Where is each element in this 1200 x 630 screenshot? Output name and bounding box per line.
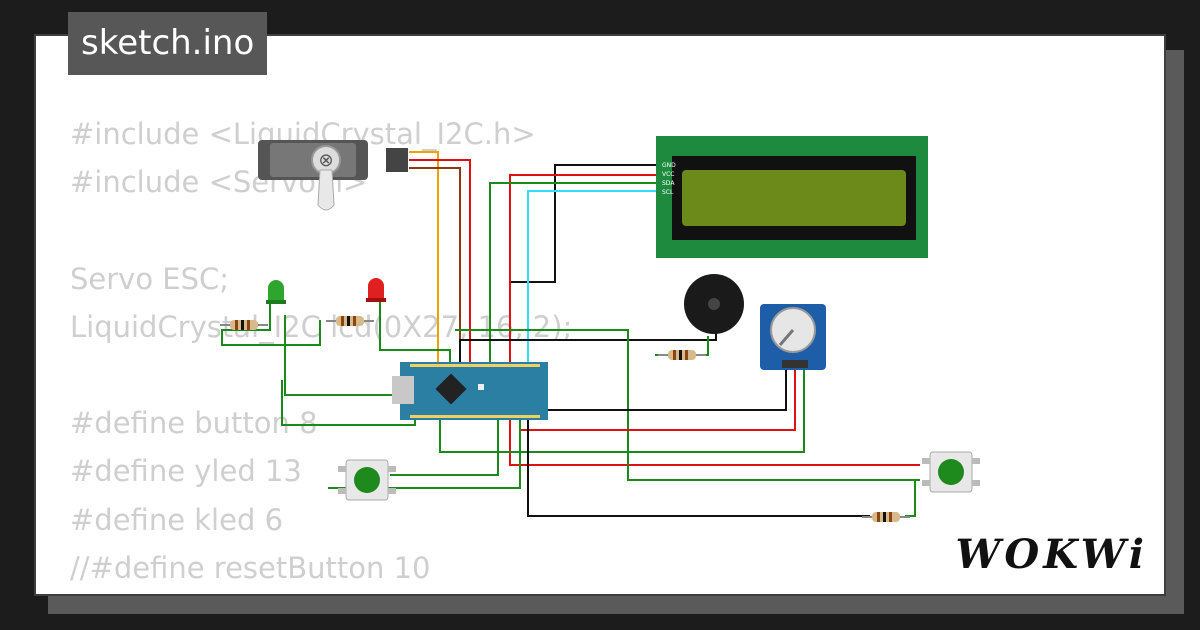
sketch-title: sketch.ino [68, 12, 268, 75]
lcd-pin-sda: SDA [662, 180, 675, 187]
arduino-nano [392, 362, 548, 420]
lcd-pin-gnd: GND [662, 162, 676, 169]
lcd-pin-scl: SCL [662, 189, 674, 196]
green-pushbutton [338, 459, 396, 501]
servo-motor: ⊗ [258, 140, 408, 211]
green-pushbutton-2 [922, 451, 980, 493]
lcd-display: GND VCC SDA SCL [656, 136, 928, 258]
wires [221, 151, 920, 517]
piezo-buzzer [684, 274, 744, 334]
lcd-pin-vcc: VCC [662, 171, 674, 178]
green-led [266, 280, 286, 304]
svg-text:⊗: ⊗ [318, 150, 333, 171]
resistors [220, 316, 910, 522]
red-led [366, 278, 386, 302]
wokwi-logo: WOKWi [955, 531, 1148, 578]
rotary-potentiometer [760, 304, 826, 370]
